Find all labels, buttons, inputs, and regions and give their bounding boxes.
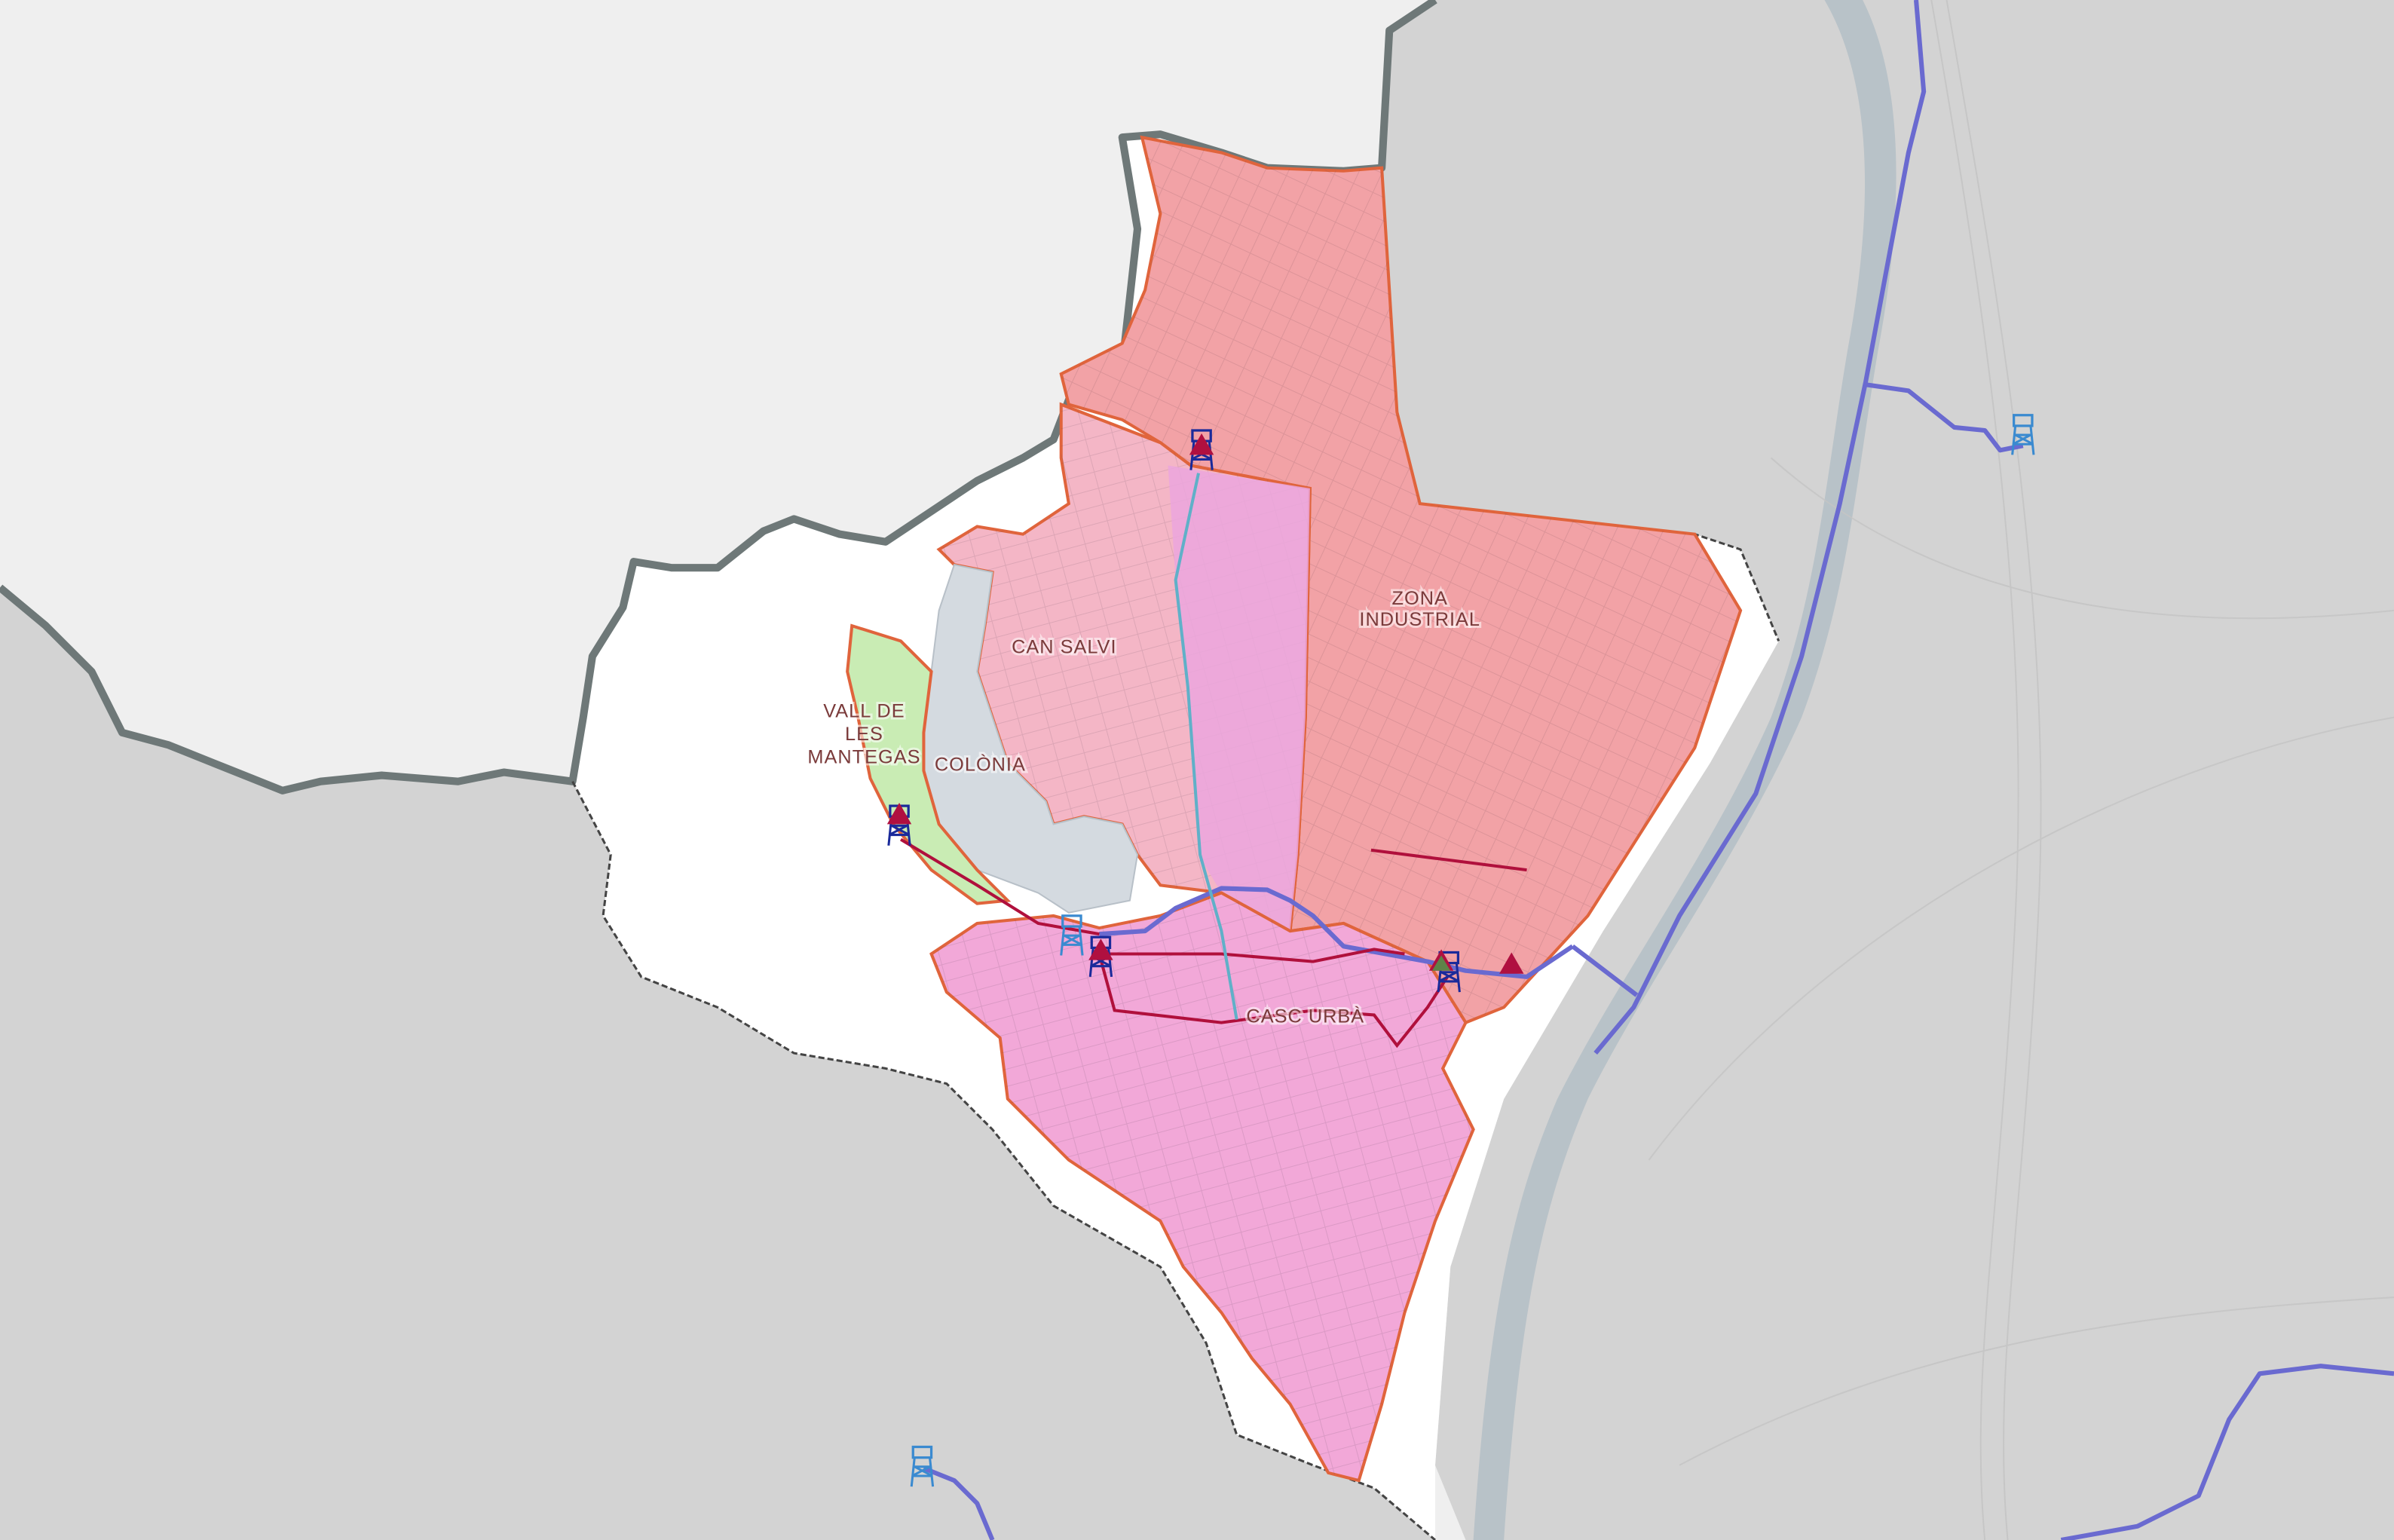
water-pipes [923, 0, 2394, 1540]
zone-can-salvi[interactable] [936, 402, 1312, 934]
river [1473, 0, 1897, 1540]
triangle-marker-icon[interactable] [1499, 952, 1524, 974]
zone-vall-de-les-mantegas[interactable] [846, 623, 1012, 905]
label-vall-de-les-mantegas: VALL DE [823, 701, 905, 722]
label-casc-urba: CASC URBÀ [1246, 1006, 1364, 1027]
triangle-marker-icon[interactable] [1088, 938, 1113, 960]
label-vall-de-les-mantegas: LES [845, 724, 883, 745]
label-can-salvi: CAN SALVI [1012, 637, 1116, 658]
distribution-lines [900, 473, 1527, 1049]
label-vall-de-les-mantegas: MANTEGAS [807, 746, 920, 767]
rail-lines [1648, 0, 2394, 1540]
label-zona-industrial: INDUSTRIAL [1359, 609, 1480, 630]
outer-boundary [0, 0, 1437, 794]
triangle-marker-icon[interactable] [1189, 433, 1214, 455]
label-colonia: COLÒNIA [935, 754, 1026, 776]
label-zona-industrial: ZONA [1392, 588, 1448, 609]
triangle-marker-icon[interactable] [1431, 955, 1451, 971]
triangle-marker-icon[interactable] [886, 803, 912, 825]
